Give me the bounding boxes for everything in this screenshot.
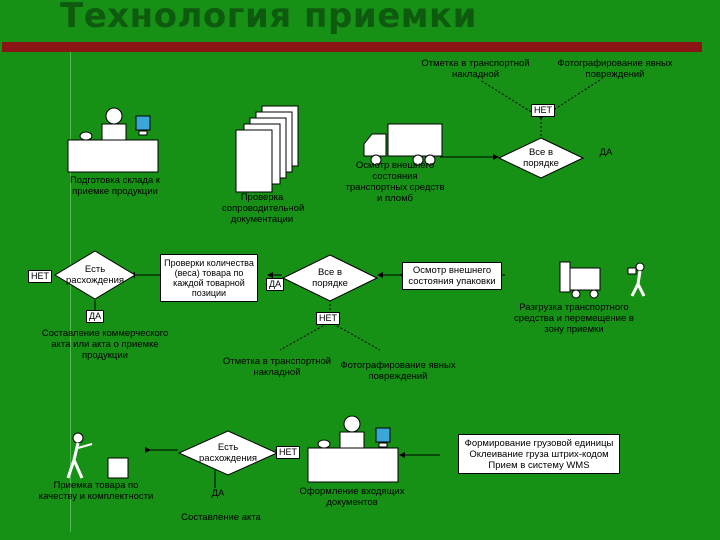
worker-at-desk-icon — [67, 107, 159, 173]
unloading-label: Разгрузка транспортного средства и перем… — [514, 302, 634, 335]
top-waybill-label: Отметка в транспортной накладной — [421, 58, 530, 80]
page-title: Технология приемки — [60, 0, 477, 36]
top-photo-label: Фотографирование явных повреждений — [557, 58, 673, 80]
decision-ok-mid-text: Все в порядке — [312, 267, 348, 289]
tag-yes-top: ДА — [599, 147, 613, 158]
tag-no-top: НЕТ — [531, 104, 555, 117]
decision-diff-bottom-diamond — [178, 430, 278, 476]
decision-ok-top-diamond — [498, 137, 584, 179]
quality-check-label: Приемка товара по качеству и комплектнос… — [38, 480, 154, 502]
tag-no-mid: НЕТ — [316, 312, 340, 325]
truck-inspection-label: Осмотр внешнего состояния транспортных с… — [345, 160, 445, 204]
warehouse-prep-label: Подготовка склада к приемке продукции — [69, 175, 161, 197]
walking-worker-icon — [627, 262, 646, 297]
tag-yes-bottom: ДА — [211, 488, 225, 499]
decision-ok-mid-diamond — [282, 254, 378, 302]
cargo-unit-box: Формирование грузовой единицы Оклеивание… — [458, 434, 620, 474]
tag-yes-mid: ДА — [266, 278, 285, 291]
decision-diff-diamond — [54, 250, 136, 300]
clerk-at-desk-icon — [307, 415, 399, 483]
truck-icon — [363, 123, 443, 166]
decision-diff-bottom-text: Есть расхождения — [199, 442, 258, 464]
tag-no-bottom: НЕТ — [276, 446, 300, 459]
title-underline — [2, 42, 702, 52]
tag-no-left: НЕТ — [28, 270, 52, 283]
mid-waybill-label: Отметка в транспортной накладной — [222, 356, 332, 378]
inspector-with-box-icon — [66, 432, 129, 479]
tag-yes-left: ДА — [86, 310, 105, 323]
act-compose-label: Составление акта — [181, 512, 261, 523]
documents-stack-icon — [235, 105, 299, 193]
docs-check-label: Проверка сопроводительной документации — [222, 192, 305, 225]
commercial-act-label: Составление коммерческого акта или акта … — [41, 328, 169, 361]
decision-ok-top-text: Все в порядке — [523, 147, 559, 169]
mid-photo-label: Фотографирование явных повреждений — [340, 360, 456, 382]
decision-diff-text: Есть расхождения — [66, 264, 125, 286]
packaging-check-box: Осмотр внешнего состояния упаковки — [402, 262, 502, 290]
incoming-docs-label: Оформление входящих документов — [299, 486, 405, 508]
left-guide-line — [70, 52, 71, 532]
forklift-icon — [559, 261, 601, 299]
quantity-check-box: Проверки количества (веса) товара по каж… — [160, 254, 258, 302]
